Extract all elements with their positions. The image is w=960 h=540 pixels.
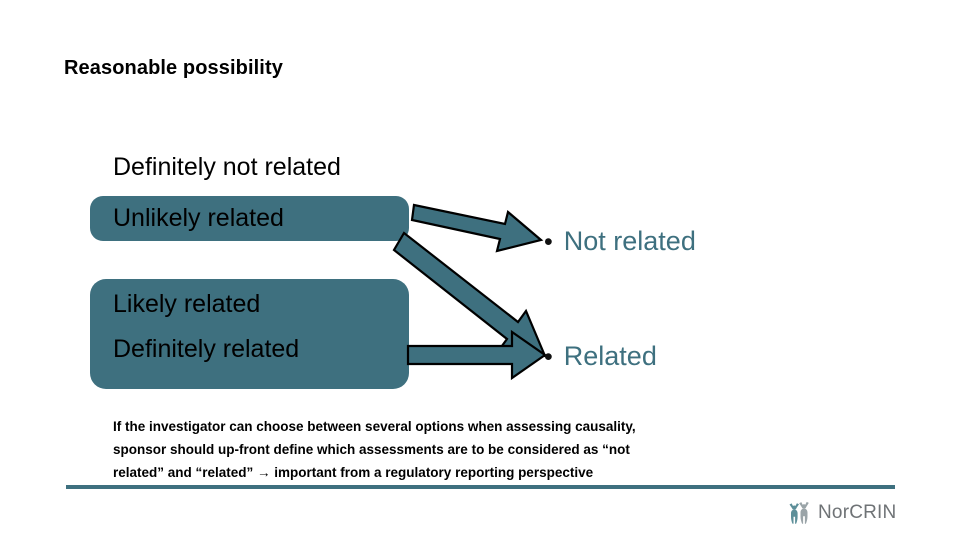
bullet-icon: • — [544, 228, 553, 256]
category-definitely-related-label: Definitely related — [113, 335, 300, 363]
page-title: Reasonable possibility — [64, 57, 283, 79]
category-box-related-group: Likely related Definitely related — [90, 279, 409, 389]
footnote-text: If the investigator can choose between s… — [113, 415, 793, 485]
footnote-line-3: related” and “related” → important from … — [113, 465, 594, 481]
category-definitely-not-related: Definitely not related — [113, 153, 341, 181]
arrow-unlikely-to-related — [392, 231, 547, 358]
footer-divider — [66, 485, 895, 489]
arrow-unlikely-to-not-related — [410, 203, 544, 253]
bullet-icon: • — [544, 343, 553, 371]
category-unlikely-related-label: Unlikely related — [113, 204, 284, 232]
arrow-related-group-to-related — [406, 329, 547, 381]
category-box-unlikely-related: Unlikely related — [90, 196, 409, 241]
footnote-line-2: sponsor should up-front define which ass… — [113, 442, 630, 458]
outcome-not-related-label: Not related — [563, 226, 696, 256]
footnote-line-1: If the investigator can choose between s… — [113, 419, 636, 434]
outcome-related-label: Related — [563, 341, 657, 371]
category-likely-related-label: Likely related — [113, 290, 261, 318]
outcome-not-related: • Not related — [544, 228, 696, 255]
norcrin-logo: NorCRIN — [787, 497, 896, 529]
outcome-related: • Related — [544, 343, 657, 370]
logo-text: NorCRIN — [818, 502, 897, 523]
two-figures-icon — [789, 501, 809, 524]
